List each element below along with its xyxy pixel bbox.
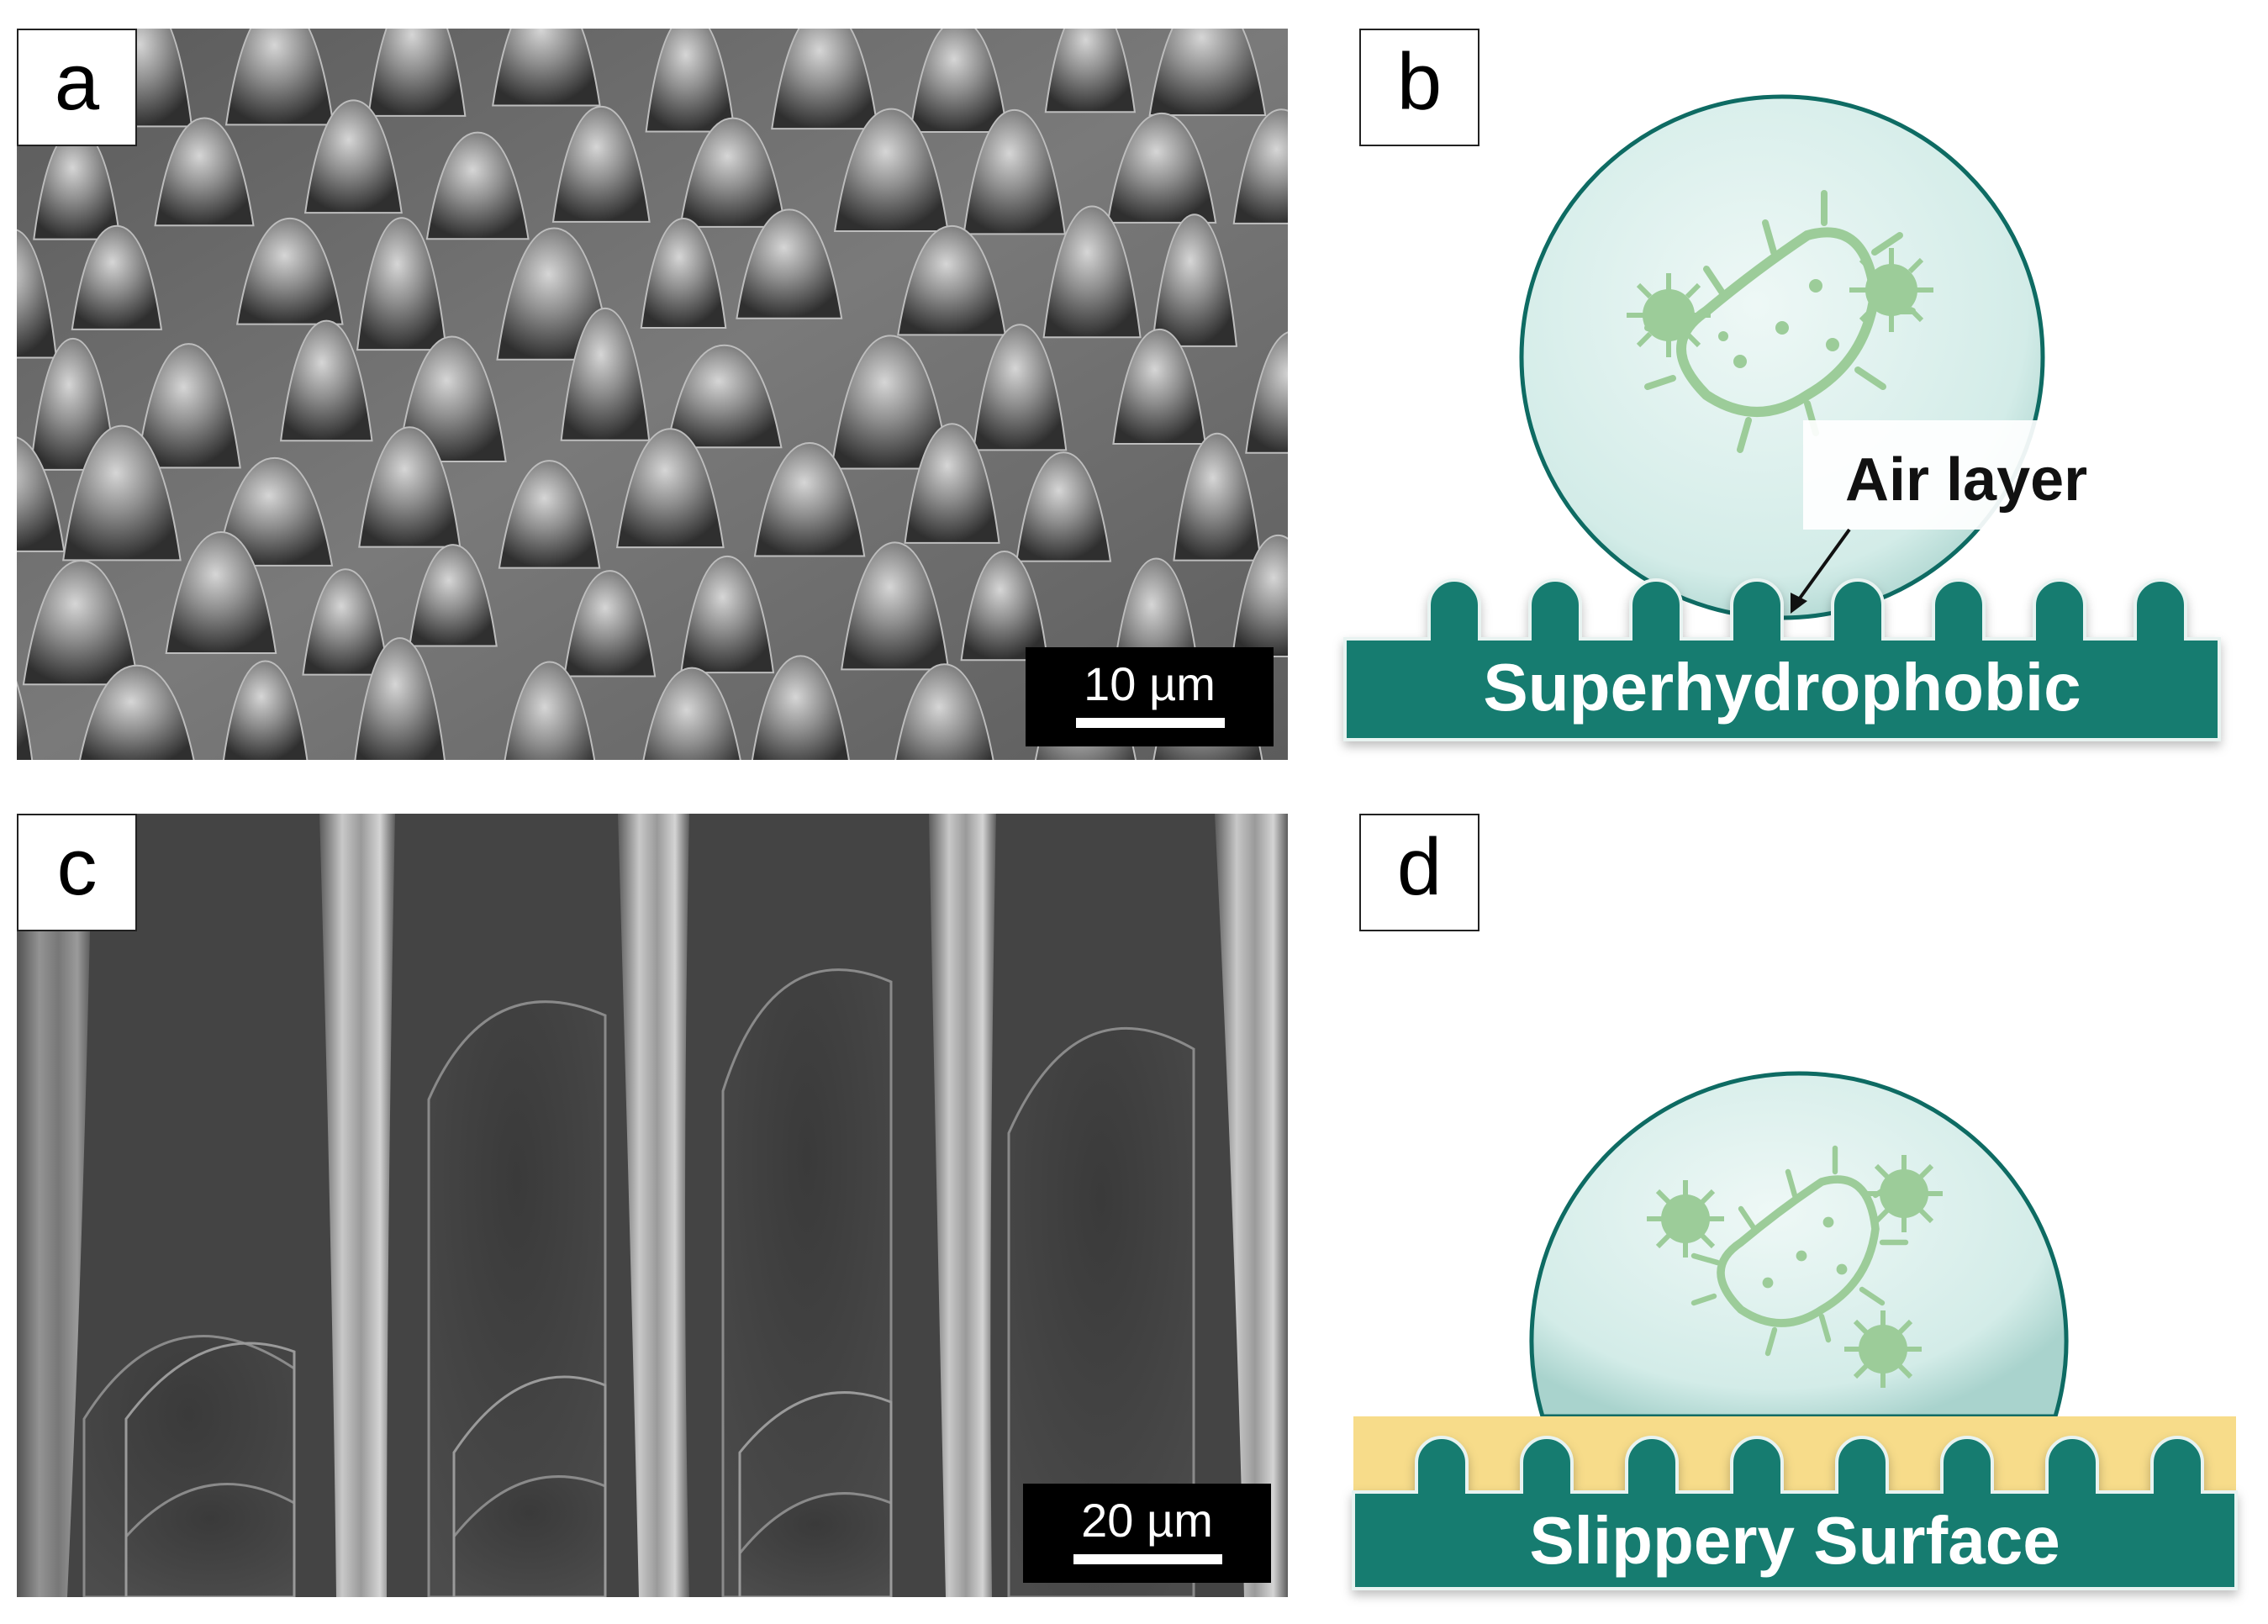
sem-cone	[1112, 328, 1206, 446]
sem-cone	[1173, 432, 1262, 562]
droplet-d	[1529, 1071, 2069, 1419]
panel-label-c: c	[17, 814, 137, 931]
sem-cone	[833, 108, 949, 233]
sem-cone	[154, 117, 255, 227]
virus-icon	[1865, 1155, 1943, 1232]
superhydrophobic-substrate	[1343, 578, 2221, 741]
scale-bar-label-a: 10 µm	[1084, 657, 1216, 710]
sem-cone	[71, 224, 163, 330]
sem-cone	[841, 541, 950, 671]
virus-icon	[1627, 273, 1711, 357]
virus-icon	[1647, 1180, 1724, 1258]
sem-cone	[680, 555, 775, 674]
sem-cone	[640, 218, 727, 329]
sem-cone	[753, 442, 866, 557]
scale-bar-line-a	[1076, 718, 1225, 728]
scale-bar-a: 10 µm	[1026, 647, 1274, 746]
sem-cone	[409, 544, 498, 647]
sem-cone	[551, 105, 651, 223]
sem-cone	[354, 637, 446, 760]
sem-cone	[62, 424, 182, 562]
sem-cone	[358, 426, 462, 548]
sem-cone	[1232, 534, 1288, 657]
sem-cone	[1151, 214, 1238, 347]
sem-cone	[165, 530, 277, 655]
sem-cone	[904, 423, 1000, 544]
sem-cone	[897, 224, 1006, 336]
sem-cone	[498, 460, 601, 569]
sem-cone	[17, 229, 58, 359]
air-layer-label: Air layer	[1845, 446, 2087, 514]
panel-label-d: d	[1359, 814, 1479, 931]
sem-cone	[17, 436, 66, 552]
schematic-d-svg: Slippery Surface	[1352, 1071, 2238, 1590]
sem-cone	[909, 29, 1009, 134]
air-layer-arrow	[1793, 528, 1851, 607]
sem-cone	[771, 29, 879, 130]
air-layer-arrowhead	[1791, 593, 1807, 614]
sem-cone	[496, 227, 613, 361]
sem-cone	[831, 335, 951, 470]
sem-cone-texture	[17, 29, 1288, 760]
sem-cone	[679, 117, 787, 228]
sem-cone	[216, 456, 334, 567]
superhydrophobic-schematic: Air layer Superhydrophobic	[1337, 94, 2236, 773]
slippery-substrate	[1352, 1436, 2238, 1590]
sem-cone	[666, 344, 783, 449]
sem-cone	[736, 208, 843, 319]
sem-cone	[303, 99, 403, 214]
sem-cone	[222, 660, 309, 760]
scale-bar-c: 20 µm	[1023, 1484, 1271, 1583]
slippery-surface-label: Slippery Surface	[1529, 1503, 2060, 1578]
droplet-b	[1519, 94, 2045, 620]
sem-cone	[356, 217, 447, 351]
sem-cone	[1232, 108, 1288, 224]
sem-cone	[29, 337, 117, 471]
sem-cone	[960, 551, 1049, 662]
sem-cone	[425, 131, 530, 240]
lubricant-layer	[1353, 1416, 2236, 1492]
sem-cone	[642, 667, 741, 760]
sem-cone	[560, 307, 651, 441]
virus-icon	[1844, 1310, 1922, 1388]
panel-label-a: a	[17, 29, 137, 146]
sem-cone	[397, 335, 507, 463]
sem-cone	[615, 428, 725, 549]
sem-cone	[1148, 29, 1267, 116]
sem-cone	[973, 324, 1068, 451]
panel-label-b: b	[1359, 29, 1479, 146]
sem-cone	[79, 664, 195, 760]
sem-cone	[1044, 29, 1137, 113]
sem-cone	[22, 559, 140, 686]
sem-cone	[17, 680, 34, 760]
sem-cone	[504, 661, 596, 760]
sem-cone	[963, 108, 1066, 235]
sem-cone	[224, 29, 335, 126]
schematic-b-svg: Air layer Superhydrophobic	[1343, 94, 2221, 741]
sem-cone	[563, 570, 657, 678]
sem-cone	[894, 663, 994, 760]
sem-arch-texture	[17, 814, 1288, 1597]
panel-a-sem-image	[17, 29, 1288, 760]
panel-c-sem-image	[17, 814, 1288, 1597]
sem-cone	[280, 319, 373, 442]
air-layer-callout-box	[1803, 420, 2173, 530]
sem-cone	[1245, 331, 1288, 454]
scale-bar-label-c: 20 µm	[1081, 1494, 1213, 1547]
sem-cone	[235, 217, 344, 325]
sem-cone	[645, 29, 736, 133]
sem-cone	[367, 29, 467, 117]
sem-cone	[751, 655, 850, 760]
sem-cone	[1106, 112, 1217, 224]
slippery-surface-schematic: Slippery Surface	[1345, 1051, 2244, 1606]
sem-cone	[302, 568, 390, 676]
sem-cone	[1042, 205, 1142, 339]
sem-cone	[1015, 451, 1112, 562]
sem-cone	[492, 29, 601, 107]
virus-icon	[1849, 248, 1933, 332]
superhydrophobic-label: Superhydrophobic	[1483, 650, 2081, 725]
sem-cone	[135, 343, 241, 469]
bacterium-icon	[1690, 1145, 1909, 1357]
scale-bar-line-c	[1073, 1554, 1222, 1564]
